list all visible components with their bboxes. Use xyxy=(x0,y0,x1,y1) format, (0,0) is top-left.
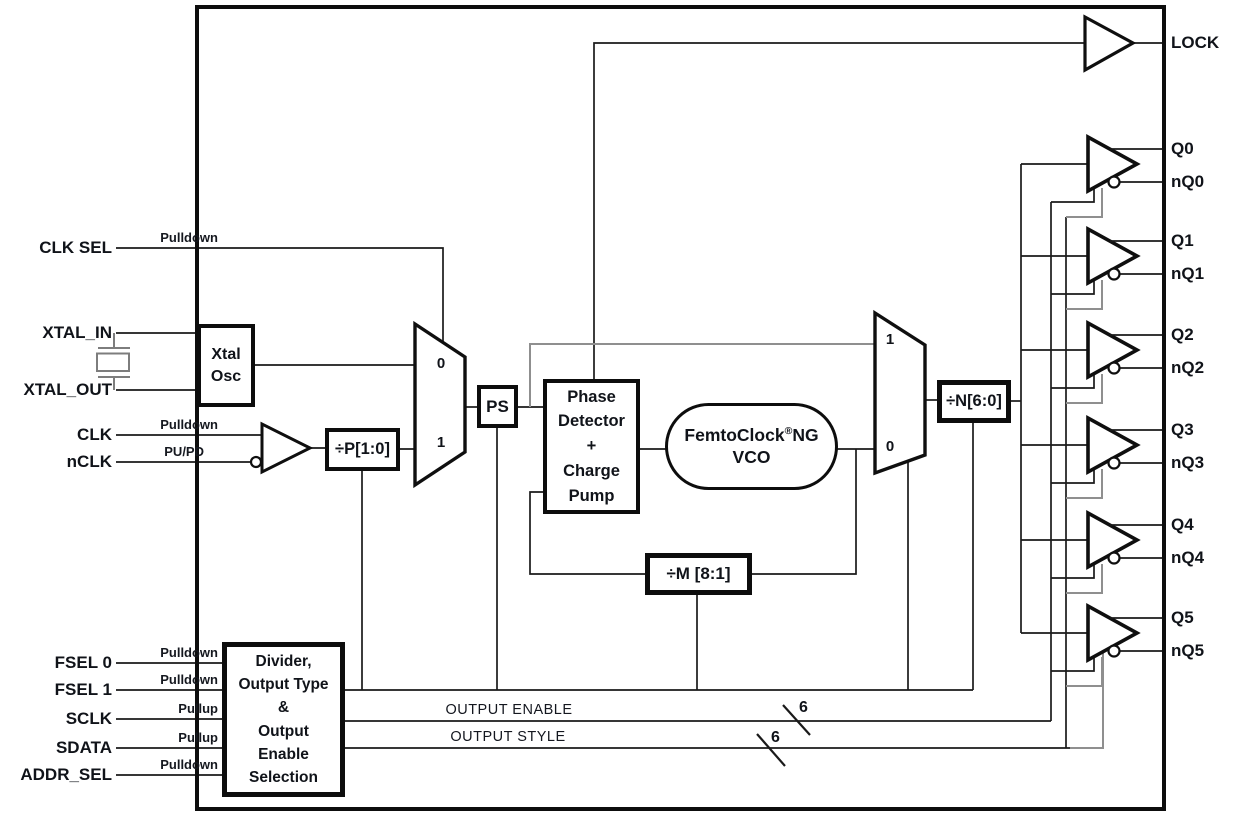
inversion-bubbles xyxy=(249,175,1121,658)
pin-fsel1: FSEL 1 xyxy=(54,680,112,699)
pin-q2: Q2 xyxy=(1171,325,1194,344)
style-bus-slash xyxy=(756,733,786,767)
pull-sdata: Pullup xyxy=(178,730,218,745)
bus-width-slashes xyxy=(756,704,811,767)
xtal-osc-block: Xtal Osc xyxy=(197,324,255,407)
pin-lock: LOCK xyxy=(1171,33,1220,52)
output-style-bus-label: OUTPUT STYLE xyxy=(450,729,566,745)
pin-addr-sel: ADDR_SEL xyxy=(20,765,112,784)
pin-sclk: SCLK xyxy=(65,709,112,728)
phase-detector-block: Phase Detector + Charge Pump xyxy=(543,379,640,514)
output-pin-wires xyxy=(1110,148,1166,652)
pull-fsel1: Pulldown xyxy=(160,672,218,687)
mux2-input-1-label: 1 xyxy=(885,331,895,348)
n-divider-block: ÷N[6:0] xyxy=(937,380,1011,423)
p-divider-block: ÷P[1:0] xyxy=(325,428,400,471)
pull-clk: Pulldown xyxy=(160,417,218,432)
chip-boundary xyxy=(195,5,1166,811)
mux1-input-0-label: 0 xyxy=(436,355,446,372)
enable-bus-slash xyxy=(782,704,811,736)
pull-clk-sel: Pulldown xyxy=(160,230,218,245)
wires-black xyxy=(116,42,1166,776)
lock-buffer xyxy=(1083,14,1137,73)
pin-nclk: nCLK xyxy=(66,452,112,471)
output-enable-bus-label: OUTPUT ENABLE xyxy=(445,702,573,718)
pin-q5: Q5 xyxy=(1171,608,1194,627)
pin-q1: Q1 xyxy=(1171,231,1194,250)
pin-nq5: nQ5 xyxy=(1171,641,1205,660)
wires-gray xyxy=(529,188,1104,749)
pin-q4: Q4 xyxy=(1171,515,1194,534)
pin-clk-sel: CLK SEL xyxy=(39,238,112,257)
vco-block: FemtoClock®NG VCO xyxy=(665,403,838,490)
crystal-icon xyxy=(96,333,130,390)
nclk-inversion-bubble xyxy=(249,455,263,469)
clock-source-mux xyxy=(413,320,467,489)
registered-mark: ® xyxy=(784,424,793,437)
pin-sdata: SDATA xyxy=(55,738,112,757)
vco-name-line: FemtoClock®NG xyxy=(684,424,819,445)
pin-fsel0: FSEL 0 xyxy=(54,653,112,672)
prescaler-block: PS xyxy=(477,385,518,428)
feedback-mux xyxy=(873,309,927,476)
mux1-input-1-label: 1 xyxy=(436,434,446,451)
enable-bus-width: 6 xyxy=(799,699,808,716)
pin-nq2: nQ2 xyxy=(1171,358,1205,377)
pin-clk: CLK xyxy=(77,425,112,444)
pull-fsel0: Pulldown xyxy=(160,645,218,660)
pin-nq0: nQ0 xyxy=(1171,172,1205,191)
pin-nq3: nQ3 xyxy=(1171,453,1205,472)
pin-xtal-out: XTAL_OUT xyxy=(23,380,112,399)
clk-input-buffer xyxy=(260,421,314,475)
pull-sclk: Pullup xyxy=(178,701,218,716)
pin-q3: Q3 xyxy=(1171,420,1194,439)
pin-q0: Q0 xyxy=(1171,139,1194,158)
pull-nclk: PU/PD xyxy=(164,444,204,459)
config-selection-block: Divider, Output Type & Output Enable Sel… xyxy=(222,642,345,797)
pin-nq1: nQ1 xyxy=(1171,264,1205,283)
pull-addr-sel: Pulldown xyxy=(160,757,218,772)
m-divider-block: ÷M [8:1] xyxy=(645,553,752,595)
mux2-input-0-label: 0 xyxy=(885,438,895,455)
pin-nq4: nQ4 xyxy=(1171,548,1205,567)
style-bus-width: 6 xyxy=(771,729,780,746)
pin-xtal-in: XTAL_IN xyxy=(42,323,112,342)
vco-second-line: VCO xyxy=(732,446,771,467)
